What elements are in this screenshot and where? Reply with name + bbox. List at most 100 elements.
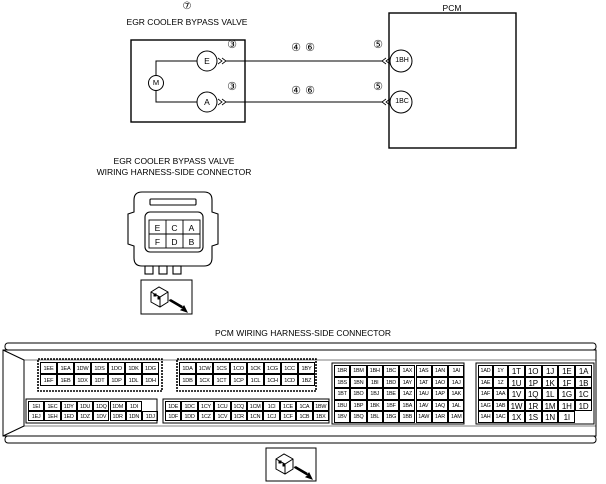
pcm-pin-1BI: 1BI <box>366 376 383 389</box>
pcm-terminal-1BH <box>389 49 413 73</box>
pcm-pin-1CP: 1CP <box>230 374 247 386</box>
pcm-pin-1CD: 1CD <box>281 374 298 386</box>
wire-mark-valve-upper: ③ <box>227 39 237 51</box>
pcm-pin-1AF: 1AF <box>478 388 493 400</box>
pcm-pin-1P: 1P <box>524 376 542 389</box>
pcm-pin-1DD: 1DD <box>181 411 198 421</box>
pcm-pin-1Y: 1Y <box>493 365 508 377</box>
pcm-pin-1BN: 1BN <box>350 376 367 389</box>
valve-connector-title-line1: EGR COOLER BYPASS VALVE <box>113 156 235 166</box>
pcm-pin-1BJ: 1BJ <box>366 388 383 400</box>
view-direction-icon-top <box>140 279 193 315</box>
pcm-pin-1A: 1A <box>575 365 592 377</box>
valve-pin-B: B <box>188 237 195 247</box>
pcm-pin-1AJ: 1AJ <box>448 376 465 389</box>
pcm-pin-1DP: 1DP <box>108 374 125 386</box>
pcm-pin-1CQ: 1CQ <box>230 401 247 411</box>
pcm-pin-1CI: 1CI <box>263 401 280 411</box>
pcm-pin-1CM: 1CM <box>247 401 264 411</box>
pcm-pin-1DY: 1DY <box>60 401 77 411</box>
pcm-pin-1BR: 1BR <box>334 365 351 377</box>
pcm-pin-1DE: 1DE <box>165 401 182 411</box>
pcm-pin-1D: 1D <box>575 399 592 412</box>
pcm-terminal-label-1BC: 1BC <box>395 98 409 105</box>
pcm-pin-1EH: 1EH <box>44 411 61 421</box>
pcm-pin-1CB: 1CB <box>296 411 313 421</box>
pcm-pin-1BO: 1BO <box>350 388 367 400</box>
valve-connector-marks <box>217 57 227 106</box>
pcm-pin-1CK: 1CK <box>247 362 264 374</box>
pcm-pin-1EE: 1EE <box>40 362 57 374</box>
pcm-pin-1CZ: 1CZ <box>197 411 215 421</box>
pcm-pin-1BA: 1BA <box>399 399 416 412</box>
pcm-pin-1BM: 1BM <box>350 365 367 377</box>
pcm-pin-1CV: 1CV <box>214 411 231 421</box>
pcm-pin-1CH: 1CH <box>264 374 281 386</box>
valve-connector-drawing <box>127 191 219 275</box>
pcm-pin-1AG: 1AG <box>478 399 493 412</box>
pcm-pin-1DI: 1DI <box>125 401 143 411</box>
pcm-pin-1BX: 1BX <box>312 411 329 421</box>
pcm-pin-1DF: 1DF <box>165 411 182 421</box>
pcm-pin-1F: 1F <box>558 376 576 389</box>
pcm-pin-1CA: 1CA <box>296 401 313 411</box>
pcm-pin-1BT: 1BT <box>334 388 351 400</box>
pcm-pin-1AD: 1AD <box>478 365 493 377</box>
pcm-terminal-label-1BH: 1BH <box>395 57 409 64</box>
valve-terminal-label-A: A <box>204 97 210 107</box>
pcm-pin-1DW: 1DW <box>74 362 91 374</box>
pcm-pin-1AA: 1AA <box>493 388 508 400</box>
pcm-pin-1O: 1O <box>524 365 542 377</box>
pcm-pin-1ED: 1ED <box>60 411 77 421</box>
valve-pin-E: E <box>154 223 161 233</box>
pcm-pin-1AI: 1AI <box>448 365 465 377</box>
pcm-pin-1BZ: 1BZ <box>298 374 315 386</box>
valve-pin-C: C <box>171 223 178 233</box>
pcm-pin-1V: 1V <box>508 388 525 400</box>
pcm-pin-1EB: 1EB <box>57 374 74 386</box>
pcm-title: PCM <box>442 3 462 13</box>
pcm-pin-1J: 1J <box>541 365 559 377</box>
pcm-pin-1BY: 1BY <box>298 362 315 374</box>
pcm-pin-1DS: 1DS <box>91 362 108 374</box>
pcm-pin-1Z: 1Z <box>493 376 508 389</box>
pcm-pin-1BS: 1BS <box>334 376 351 389</box>
valve-connector-title-line2: WIRING HARNESS-SIDE CONNECTOR <box>96 167 252 177</box>
wire-mark-pcm-lower: ⑤ <box>373 81 383 93</box>
pcm-pin-1DC: 1DC <box>181 401 198 411</box>
pcm-pin-1AN: 1AN <box>431 365 449 377</box>
valve-pin-A: A <box>188 223 195 233</box>
pcm-pin-1G: 1G <box>558 388 576 400</box>
pcm-pin-1R: 1R <box>524 399 542 412</box>
valve-title: EGR COOLER BYPASS VALVE <box>126 17 248 27</box>
pcm-pin-1AM: 1AM <box>448 411 465 423</box>
pcm-pin-1DV: 1DV <box>93 411 110 421</box>
pcm-terminal-1BC <box>389 90 413 114</box>
pcm-pin-1AS: 1AS <box>415 365 432 377</box>
pcm-pin-1BH: 1BH <box>366 365 383 377</box>
pcm-pin-1CS: 1CS <box>213 362 230 374</box>
pcm-pin-1AZ: 1AZ <box>399 388 416 400</box>
pcm-pin-1DL: 1DL <box>125 374 142 386</box>
pcm-box <box>388 12 517 149</box>
wire-mark-middle-a-lower: ④ <box>291 85 301 97</box>
pcm-pin-1DR: 1DR <box>109 411 126 421</box>
wire-mark-middle-b-lower: ⑥ <box>305 85 315 97</box>
pcm-pin-1BD: 1BD <box>382 376 400 389</box>
pcm-pin-1AY: 1AY <box>399 376 416 389</box>
pcm-pin-1AT: 1AT <box>415 376 432 389</box>
pcm-pin-1DX: 1DX <box>74 374 91 386</box>
pcm-pin-1DB: 1DB <box>179 374 196 386</box>
pcm-pin-1B: 1B <box>575 376 592 389</box>
wire-mark-pcm-upper: ⑤ <box>373 39 383 51</box>
pcm-pin-1C: 1C <box>575 388 592 400</box>
valve-terminal-label-E: E <box>204 56 210 66</box>
pcm-pin-1AH: 1AH <box>478 411 493 423</box>
pcm-pin-1AC: 1AC <box>493 411 508 423</box>
pcm-pin-1T: 1T <box>508 365 525 377</box>
valve-box <box>130 39 246 123</box>
pcm-pin-1EJ: 1EJ <box>28 411 45 421</box>
pcm-pin-1M: 1M <box>541 399 559 412</box>
pcm-connector-drawing <box>2 342 597 444</box>
motor-label: M <box>152 78 160 87</box>
